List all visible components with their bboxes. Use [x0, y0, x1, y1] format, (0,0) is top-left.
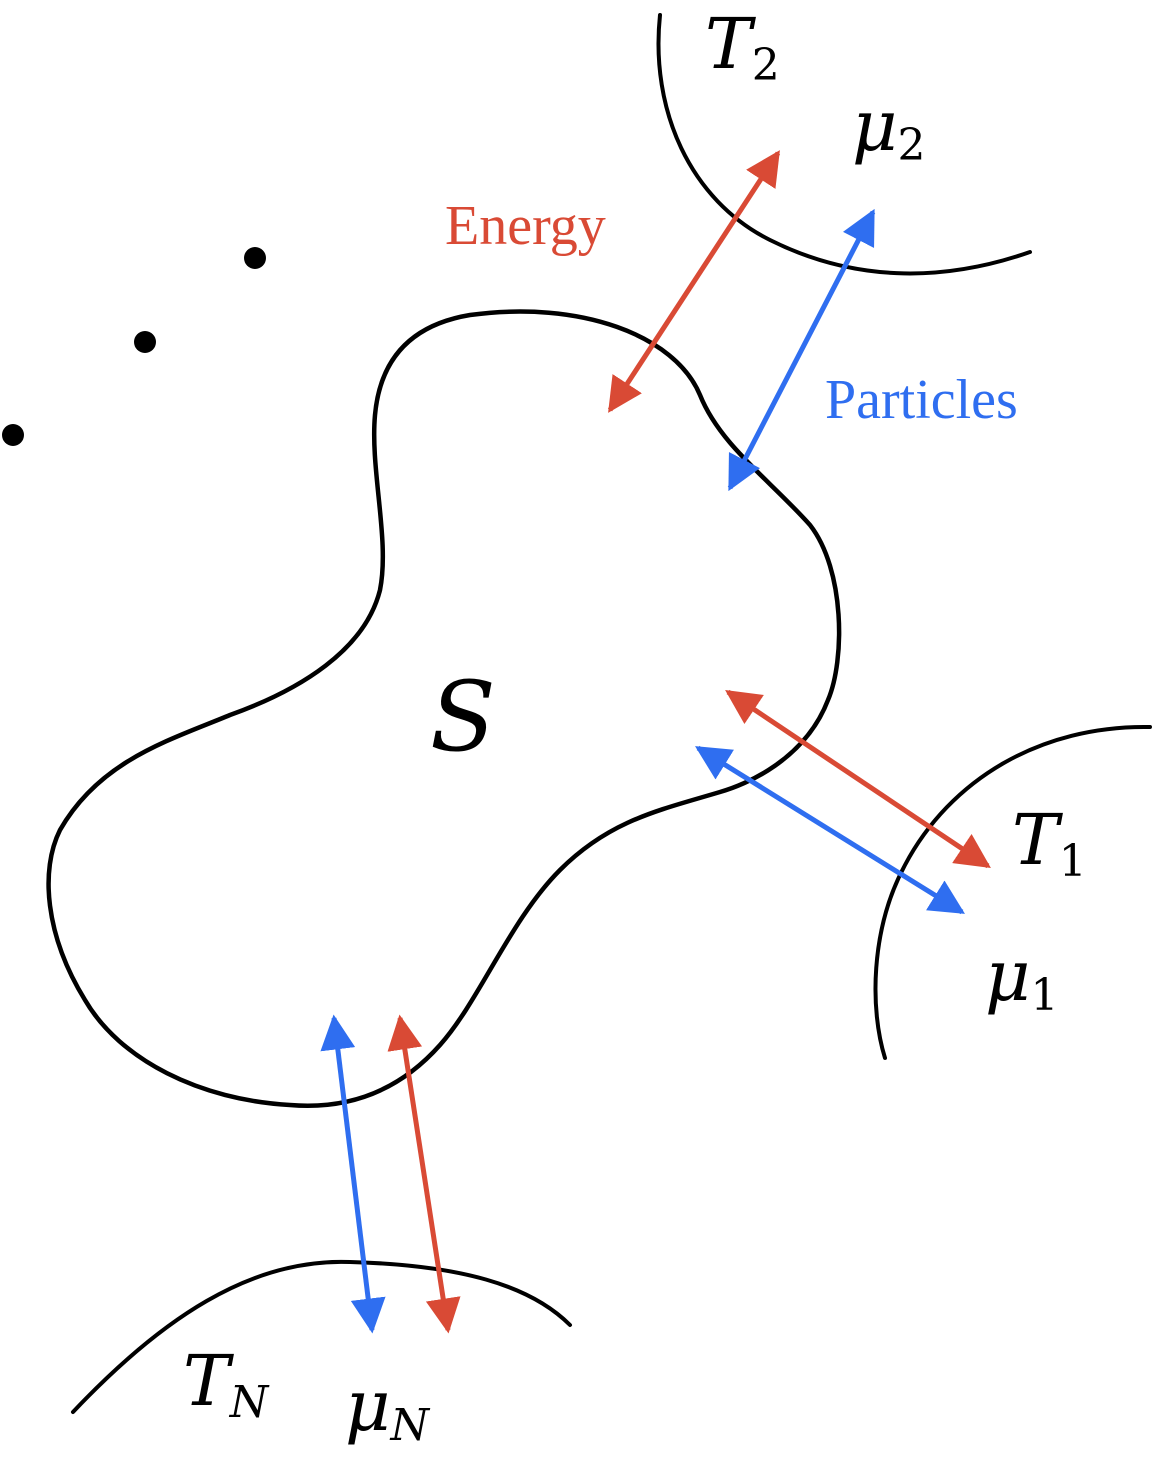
particles-arrow-reservoir-N	[320, 1014, 386, 1334]
mu-subscript: N	[390, 1400, 431, 1451]
chemical-potential-label-reservoir-2: μ2	[852, 85, 926, 171]
energy-arrow-reservoir-2	[607, 150, 781, 413]
chemical-potential-label-reservoir-1: μ1	[985, 935, 1059, 1021]
mu-symbol: μ	[985, 935, 1031, 1017]
temperature-label-reservoir-2: T2	[705, 3, 780, 91]
reservoir-N-boundary	[71, 1259, 572, 1414]
mu-subscript: 2	[898, 120, 926, 171]
particles-arrow-reservoir-2	[727, 208, 876, 492]
temperature-subscript: N	[229, 1377, 270, 1428]
energy-arrow-reservoir-N	[387, 1014, 461, 1334]
temperature-symbol: T	[1012, 799, 1063, 881]
mu-symbol: μ	[345, 1365, 391, 1447]
ellipsis-dot	[2, 424, 24, 446]
temperature-label-reservoir-N: TN	[183, 1340, 270, 1428]
particles-arrow-reservoir-1	[695, 745, 965, 915]
mu-symbol: μ	[852, 85, 898, 167]
ellipsis-dot	[244, 247, 266, 269]
energy-label: Energy	[445, 195, 606, 257]
energy-arrow-reservoir-1	[725, 689, 991, 869]
temperature-subscript: 2	[752, 40, 780, 91]
ellipsis-dot	[134, 331, 156, 353]
temperature-symbol: T	[705, 3, 756, 85]
temperature-symbol: T	[183, 1340, 234, 1422]
system-label: S	[430, 661, 496, 773]
particles-label: Particles	[825, 369, 1018, 431]
temperature-label-reservoir-1: T1	[1012, 799, 1087, 887]
chemical-potential-label-reservoir-N: μN	[345, 1365, 431, 1451]
temperature-subscript: 1	[1059, 836, 1087, 887]
mu-subscript: 1	[1031, 970, 1059, 1021]
